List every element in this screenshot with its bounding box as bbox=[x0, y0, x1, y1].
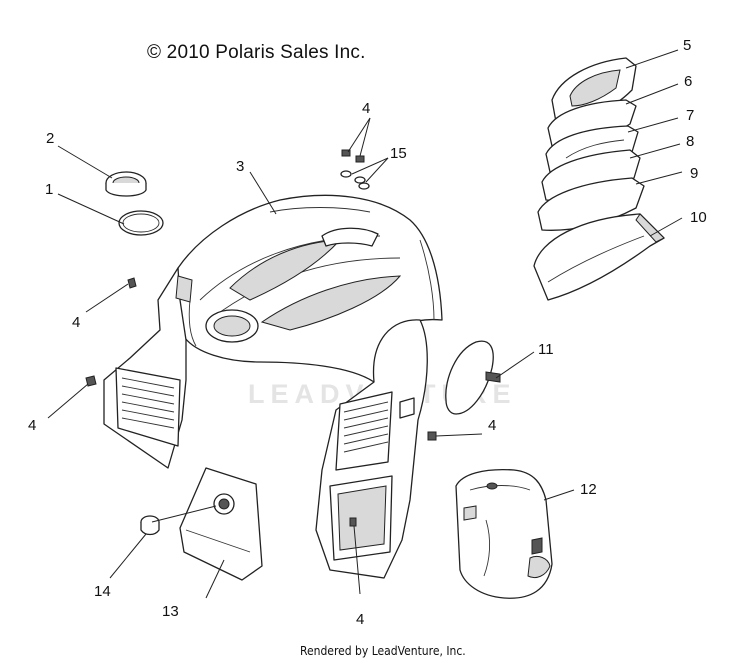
part-10-plate bbox=[533, 213, 665, 301]
copyright-text: © 2010 Polaris Sales Inc. bbox=[147, 42, 366, 63]
part-1-o-ring bbox=[118, 210, 164, 236]
leader-lines bbox=[47, 49, 683, 599]
part-5-plate bbox=[551, 57, 637, 123]
part-2-bezel-ring bbox=[105, 171, 147, 197]
callout-4-top: 4 bbox=[362, 100, 370, 117]
callout-15: 15 bbox=[390, 145, 407, 162]
callout-3: 3 bbox=[236, 158, 244, 175]
callout-11: 11 bbox=[538, 341, 554, 358]
left-side-panel bbox=[103, 267, 193, 469]
callout-6: 6 bbox=[684, 73, 692, 90]
callout-1: 1 bbox=[45, 181, 53, 198]
callout-labels: 2 1 3 4 4 4 4 4 15 5 6 7 8 9 10 11 12 13… bbox=[28, 37, 707, 628]
callout-8: 8 bbox=[686, 133, 694, 150]
part-11-oval-cap bbox=[445, 340, 501, 415]
part-4-screws bbox=[85, 149, 437, 527]
part-3-console-hood bbox=[176, 194, 443, 383]
rendered-by-footer: Rendered by LeadVenture, Inc. bbox=[300, 644, 466, 658]
part-15-washers bbox=[340, 170, 370, 190]
callout-4-left-lower: 4 bbox=[28, 417, 36, 434]
callout-4-right: 4 bbox=[488, 417, 496, 434]
callout-14: 14 bbox=[94, 583, 111, 600]
callout-4-bottom: 4 bbox=[356, 611, 364, 628]
callout-9: 9 bbox=[690, 165, 698, 182]
callout-7: 7 bbox=[686, 107, 694, 124]
callout-10: 10 bbox=[690, 209, 707, 226]
callout-12: 12 bbox=[580, 481, 597, 498]
callout-13: 13 bbox=[162, 603, 179, 620]
callout-4-left-upper: 4 bbox=[72, 314, 80, 331]
callout-5: 5 bbox=[683, 37, 691, 54]
part-9-plate bbox=[537, 177, 645, 231]
right-side-panel bbox=[315, 319, 428, 579]
callout-2: 2 bbox=[46, 130, 54, 147]
part-14-knob bbox=[140, 515, 160, 536]
part-12-side-pocket bbox=[455, 468, 553, 599]
part-13-access-panel bbox=[179, 467, 263, 581]
